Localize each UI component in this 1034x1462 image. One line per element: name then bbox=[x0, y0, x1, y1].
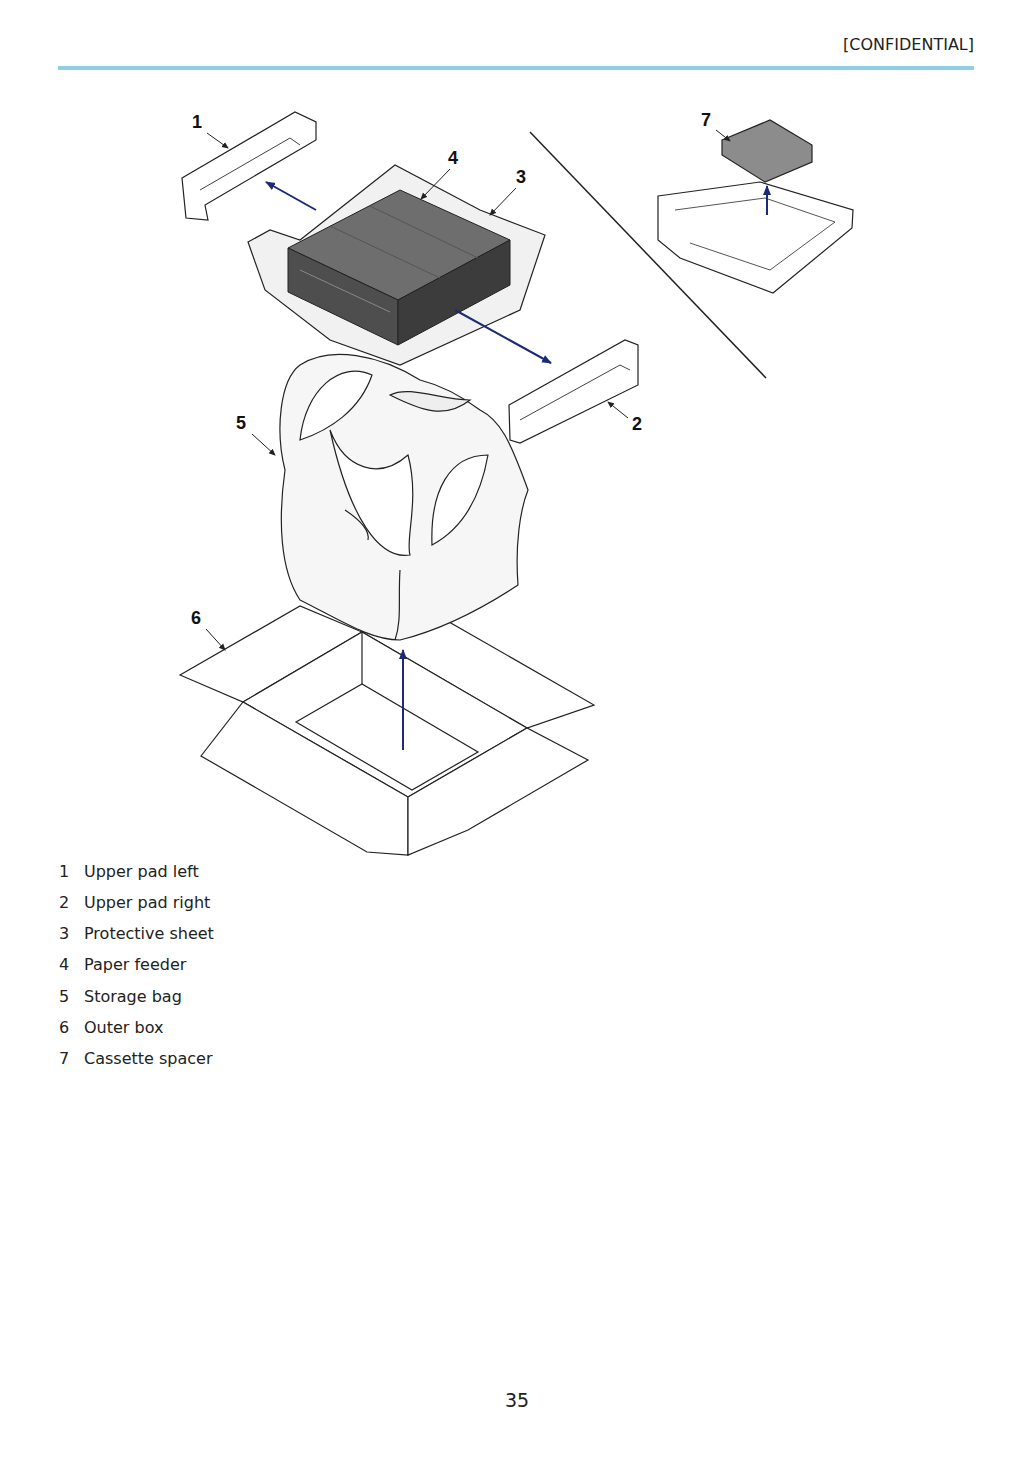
callout-number: 6 bbox=[191, 608, 201, 630]
cassette-spacer bbox=[722, 120, 812, 182]
callout-number: 5 bbox=[236, 413, 246, 435]
pad-detail bbox=[200, 138, 300, 190]
storage-bag bbox=[280, 354, 528, 640]
legend-number: 4 bbox=[59, 955, 69, 974]
pad-detail bbox=[520, 365, 630, 420]
upper-pad-right bbox=[509, 340, 638, 443]
paper-cassette bbox=[658, 182, 853, 293]
page-number: 35 bbox=[505, 1389, 529, 1412]
confidential-mark: [CONFIDENTIAL] bbox=[843, 35, 974, 54]
legend-number: 6 bbox=[59, 1018, 69, 1037]
part-name: Storage bag bbox=[84, 987, 182, 1006]
part-name: Upper pad right bbox=[84, 893, 210, 912]
legend-number: 3 bbox=[59, 924, 69, 943]
callout-number: 3 bbox=[516, 167, 526, 189]
part-name: Paper feeder bbox=[84, 955, 186, 974]
outer-box bbox=[180, 606, 594, 855]
upper-pad-left bbox=[182, 112, 316, 220]
callout-number: 7 bbox=[701, 110, 711, 132]
part-name: Cassette spacer bbox=[84, 1049, 212, 1068]
part-name: Upper pad left bbox=[84, 862, 199, 881]
leader-line bbox=[206, 130, 730, 650]
legend-number: 2 bbox=[59, 893, 69, 912]
legend-number: 1 bbox=[59, 862, 69, 881]
callout-number: 2 bbox=[632, 414, 642, 436]
part-name: Protective sheet bbox=[84, 924, 214, 943]
legend-number: 5 bbox=[59, 987, 69, 1006]
callout-number: 4 bbox=[448, 148, 458, 170]
cassette-detail bbox=[675, 198, 835, 270]
legend-number: 7 bbox=[59, 1049, 69, 1068]
callout-number: 1 bbox=[192, 112, 202, 134]
part-name: Outer box bbox=[84, 1018, 163, 1037]
removal-arrow bbox=[266, 182, 767, 750]
header-rule bbox=[58, 66, 974, 70]
